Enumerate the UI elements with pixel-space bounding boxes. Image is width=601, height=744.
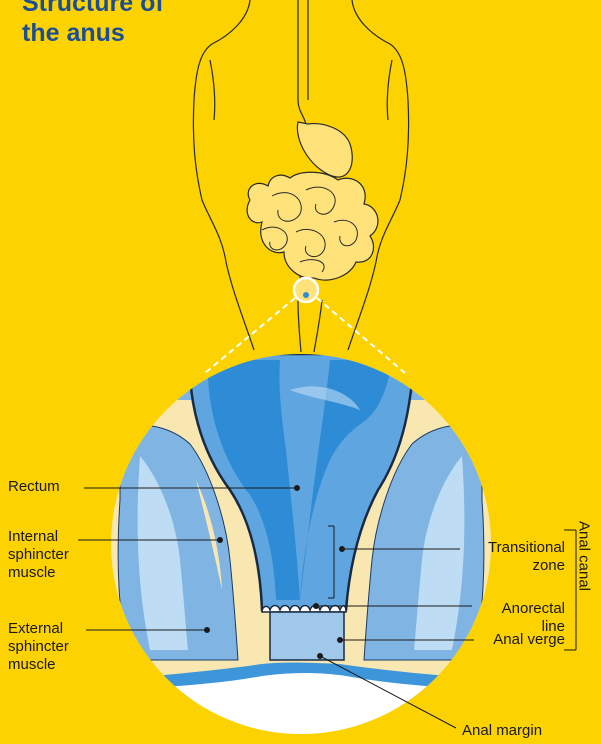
anal-canal-cross-section — [100, 350, 500, 740]
internal-sphincter-label: Internal sphincter muscle — [8, 528, 69, 582]
anal-canal — [270, 612, 344, 660]
anal-canal-label: Anal canal — [576, 521, 593, 591]
anal-margin-label: Anal margin — [462, 722, 542, 740]
digestive-tract — [247, 0, 378, 298]
external-sphincter-label: External sphincter muscle — [8, 620, 69, 674]
anal-verge-label: Anal verge — [493, 631, 565, 649]
transitional-zone-label: Transitional zone — [488, 539, 565, 575]
rectum-label: Rectum — [8, 478, 60, 496]
